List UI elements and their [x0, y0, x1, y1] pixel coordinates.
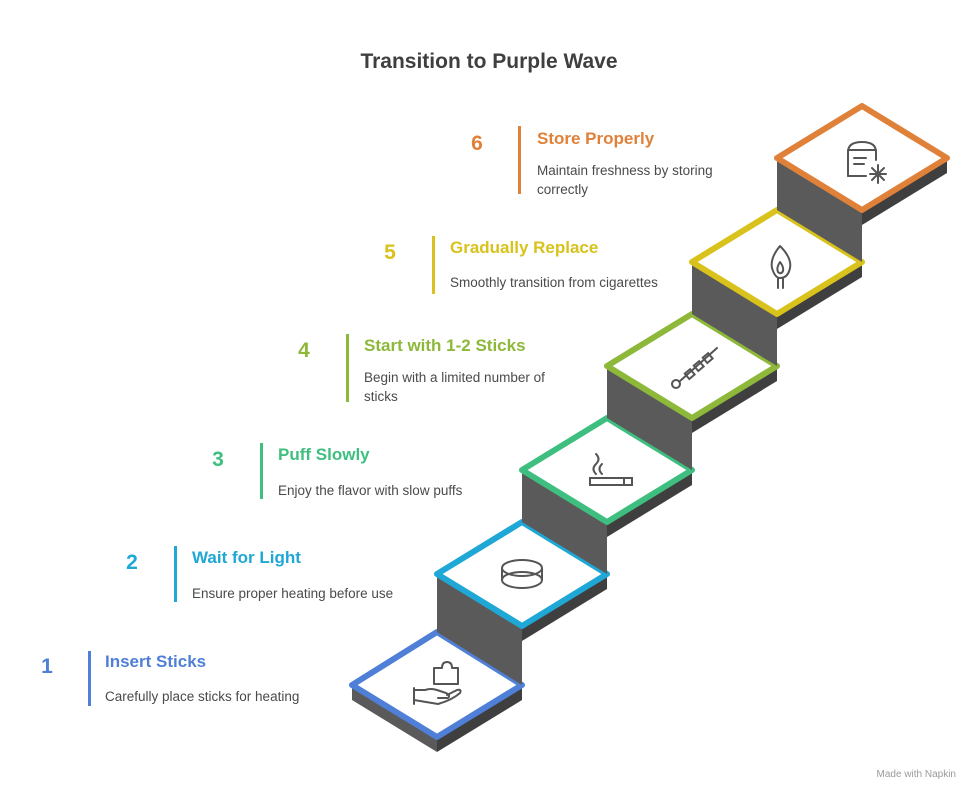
- step-accent-bar: [260, 443, 263, 499]
- stair-step-6: [774, 103, 950, 262]
- step-number: 4: [298, 339, 310, 362]
- step-number: 5: [384, 241, 396, 264]
- cigarette-icon: [589, 453, 633, 486]
- ring-icon: [501, 559, 543, 589]
- cold-storage-icon: [847, 140, 887, 184]
- step-heading: Wait for Light: [192, 548, 301, 567]
- step-number: 1: [41, 655, 53, 678]
- step-description: Smoothly transition from cigarettes: [450, 275, 658, 290]
- diagram-title: Transition to Purple Wave: [360, 50, 618, 73]
- step-description: Ensure proper heating before use: [192, 586, 394, 601]
- step-description: Begin with a limited number of sticks: [364, 370, 545, 404]
- step-accent-bar: [432, 236, 435, 294]
- step-accent-bar: [174, 546, 177, 602]
- step-number: 3: [212, 448, 224, 471]
- step-heading: Gradually Replace: [450, 238, 599, 257]
- step-description: Maintain freshness by storing correctly: [537, 163, 713, 197]
- made-with-napkin-footer: Made with Napkin: [876, 769, 956, 780]
- step-heading: Store Properly: [537, 129, 655, 148]
- step-heading: Insert Sticks: [105, 652, 207, 671]
- skewer-icon: [671, 347, 718, 389]
- hand-puzzle-icon: [413, 661, 462, 705]
- step-heading: Start with 1-2 Sticks: [364, 336, 526, 355]
- step-number: 2: [126, 551, 138, 574]
- step-heading: Puff Slowly: [278, 445, 370, 464]
- step-accent-bar: [346, 334, 349, 402]
- step-number: 6: [471, 132, 483, 155]
- step-accent-bar: [518, 126, 521, 194]
- step-description: Enjoy the flavor with slow puffs: [278, 483, 463, 498]
- match-flame-icon: [770, 245, 792, 289]
- step-description: Carefully place sticks for heating: [105, 689, 300, 704]
- step-accent-bar: [88, 651, 91, 706]
